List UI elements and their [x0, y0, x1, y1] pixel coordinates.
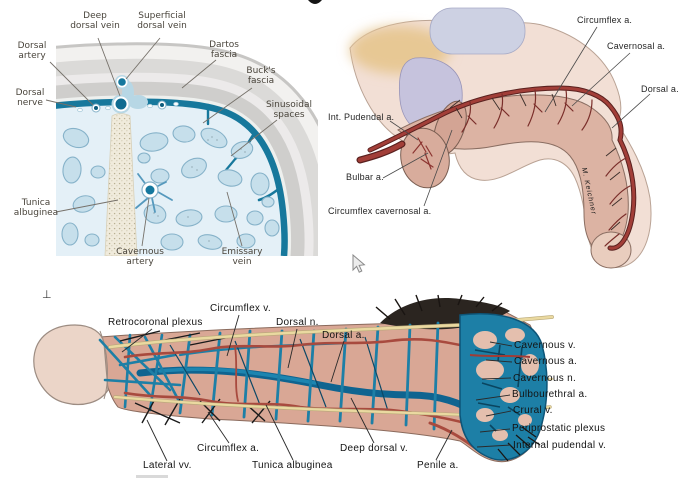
arterial-leader-lines: [382, 26, 651, 207]
venous-leader-lines: [121, 314, 513, 462]
label-retrocoronal-plexus: Retrocoronal plexus: [108, 317, 203, 328]
cavernous-artery-vessel: [141, 181, 159, 199]
label-bulbourethral-a: Bulbourethral a.: [512, 389, 588, 400]
mouse-cursor: [352, 253, 366, 273]
sinusoidal-spaces-shapes: [61, 125, 280, 251]
corner-mark: ⊥: [42, 289, 52, 301]
label-deep-dorsal-v: Deep dorsal v.: [340, 443, 408, 454]
fine-vessels: [449, 93, 623, 231]
label-dorsal-a-venous: Dorsal a.: [322, 330, 365, 341]
venous-illustration: [33, 294, 554, 463]
pelvic-bone-shape: [429, 7, 526, 55]
label-emissary-vein: Emissary vein: [221, 247, 263, 268]
label-dorsal-nerve: Dorsal nerve: [15, 88, 45, 109]
label-circumflex-a-venous: Circumflex a.: [197, 443, 260, 454]
label-bulbar-a: Bulbar a.: [346, 172, 384, 182]
cropped-bottom-mark: [136, 475, 168, 478]
septum: [104, 113, 138, 256]
label-cavernous-n: Cavernous n.: [513, 373, 577, 384]
label-int-pudendal-a: Int. Pudendal a.: [328, 112, 395, 122]
label-tunica-albuginea-venous: Tunica albuginea: [252, 460, 333, 471]
label-dorsal-n: Dorsal n.: [276, 317, 319, 328]
label-circumflex-cavernosal-a: Circumflex cavernosal a.: [328, 206, 432, 216]
label-dorsal-artery: Dorsal artery: [17, 41, 47, 62]
label-cavernosal-a: Cavernosal a.: [607, 41, 666, 51]
arterial-illustration: M. Keichner: [349, 7, 652, 269]
dorsal-vessels: [77, 75, 179, 114]
artery-branches: [412, 89, 631, 247]
lateral-veins: [119, 330, 271, 426]
label-tunica-albuginea-xs: Tunica albuginea: [13, 198, 59, 219]
label-bucks-fascia: Buck's fascia: [246, 66, 276, 87]
label-penile-a: Penile a.: [417, 460, 459, 471]
label-sinusoidal-spaces: Sinusoidal spaces: [265, 100, 313, 121]
glans-shape: [33, 324, 109, 406]
cross-section-illustration: [56, 42, 318, 256]
periprostatic-plexus-shape: [459, 313, 548, 462]
label-superficial-dorsal-vein: Superficial dorsal vein: [137, 11, 187, 32]
label-dorsal-a-arterial: Dorsal a.: [641, 84, 679, 94]
label-circumflex-a: Circumflex a.: [577, 15, 633, 25]
venous-network: [98, 321, 482, 431]
label-cavernous-a: Cavernous a.: [514, 356, 578, 367]
label-cavernous-artery: Cavernous artery: [116, 247, 164, 268]
label-crural-v: Crural v.: [513, 405, 553, 416]
cross-section-leader-lines: [45, 37, 278, 247]
label-internal-pudendal-v: Internal pudendal v.: [513, 440, 607, 451]
label-lateral-vv: Lateral vv.: [143, 460, 192, 471]
label-deep-dorsal-vein: Deep dorsal vein: [70, 11, 120, 32]
label-cavernous-v: Cavernous v.: [514, 340, 576, 351]
label-dartos-fascia: Dartos fascia: [209, 40, 239, 61]
cropped-title-mark: [308, 0, 322, 4]
label-circumflex-v: Circumflex v.: [210, 303, 271, 314]
label-periprostatic-plexus: Periprostatic plexus: [512, 423, 606, 434]
